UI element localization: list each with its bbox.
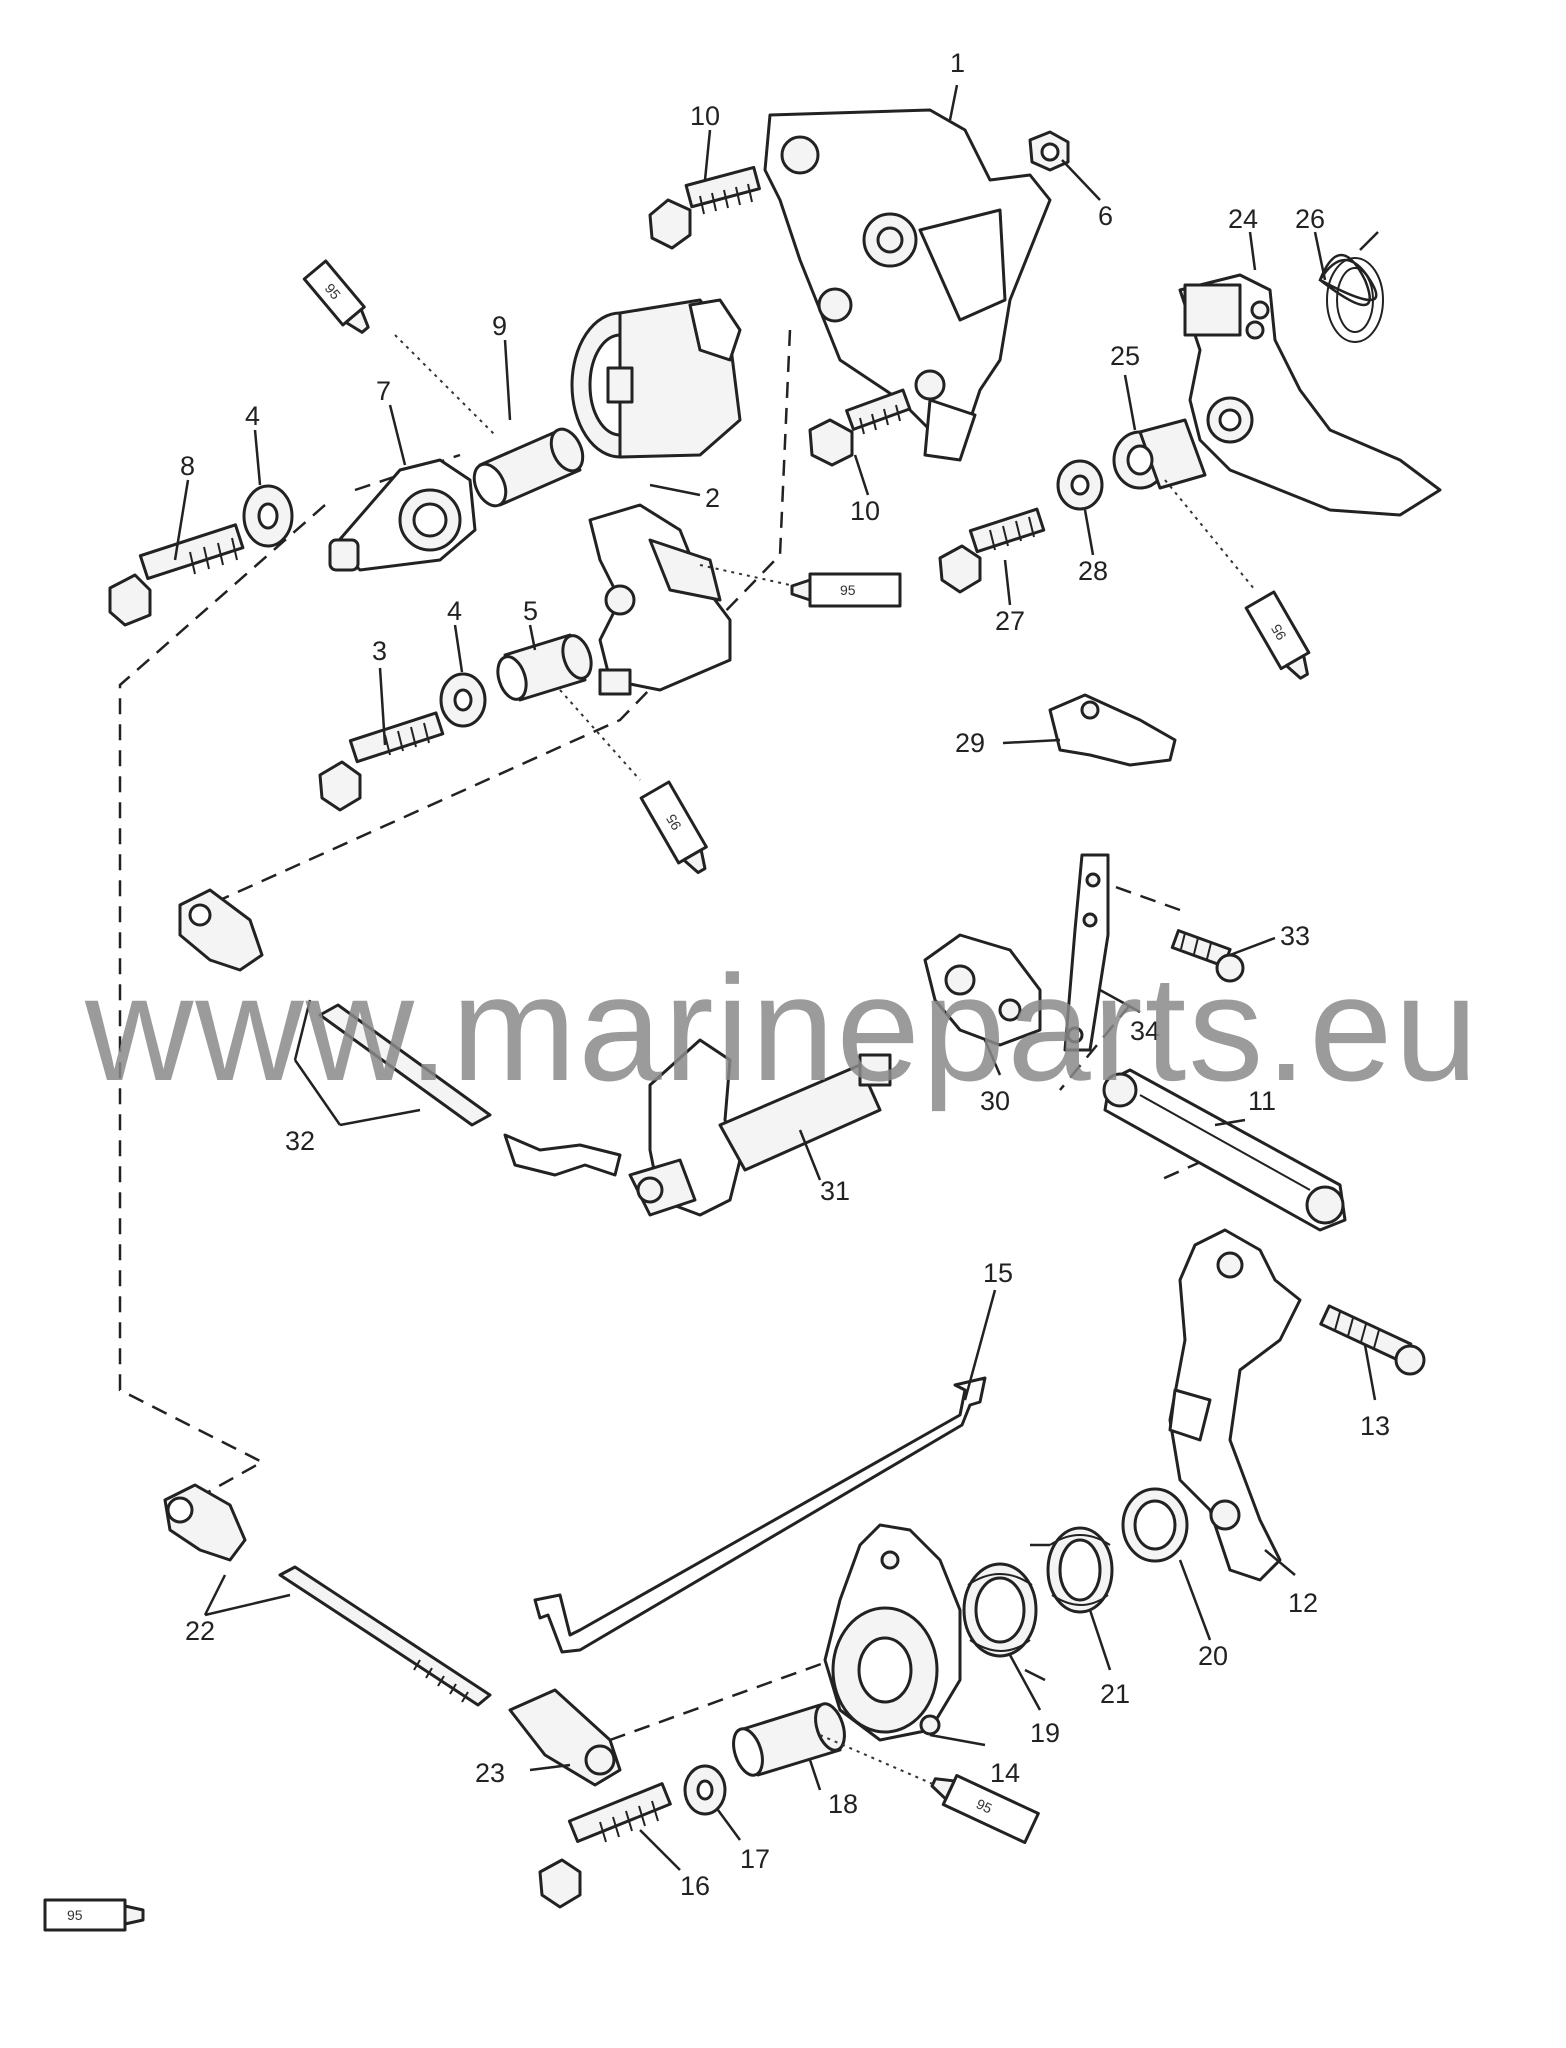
part-2-cam-spool <box>570 298 742 459</box>
part-18-bushing <box>732 1702 846 1777</box>
lubricant-code-text: 95 <box>840 582 856 598</box>
part-23-rod-end <box>508 1688 622 1787</box>
part-linkage-block <box>588 503 732 696</box>
part-10-bolt-middle <box>808 388 912 467</box>
callout-20: 20 <box>1198 1641 1228 1671</box>
callout-26: 26 <box>1295 204 1325 234</box>
part-4-washer-top <box>242 484 294 548</box>
lubricant-tube-icon-top: 95 <box>302 259 370 334</box>
part-22-rod-end <box>163 1483 492 1707</box>
lubricant-legend-tube-icon: 95 <box>43 1898 145 1932</box>
part-20-washer-ring <box>1121 1487 1189 1563</box>
part-26-spring <box>1318 231 1384 343</box>
callout-labels: 1 10 6 24 26 9 7 4 8 2 10 25 28 27 3 4 5… <box>180 48 1390 1901</box>
part-6-nut <box>1028 130 1070 172</box>
callout-12: 12 <box>1288 1588 1318 1618</box>
callout-19: 19 <box>1030 1718 1060 1748</box>
lubricant-code-text: 95 <box>974 1795 995 1816</box>
lubricant-code-text: 95 <box>1268 621 1290 643</box>
part-21-spring <box>1030 1526 1114 1614</box>
callout-4-top: 4 <box>245 401 260 431</box>
callout-13: 13 <box>1360 1411 1390 1441</box>
callout-2: 2 <box>705 483 720 513</box>
callout-14: 14 <box>990 1758 1020 1788</box>
lubricant-tube-icon-middle: 95 <box>639 780 708 875</box>
part-11-link-arm <box>1102 1068 1347 1232</box>
callout-16: 16 <box>680 1871 710 1901</box>
part-8-bolt <box>108 523 245 627</box>
callout-9: 9 <box>492 311 507 341</box>
callout-29: 29 <box>955 728 985 758</box>
callout-10-middle: 10 <box>850 496 880 526</box>
part-3-bolt <box>318 711 445 812</box>
callout-28: 28 <box>1078 556 1108 586</box>
part-29-clip <box>1048 693 1177 767</box>
part-12-bracket-arm <box>1168 1228 1302 1582</box>
callout-leader-lines <box>173 84 1377 1871</box>
lubricant-tube-icon-right: 95 <box>1244 590 1311 680</box>
callout-11: 11 <box>1248 1086 1276 1116</box>
part-28-washer <box>1056 459 1104 511</box>
part-16-bolt <box>538 1782 672 1909</box>
part-30-clamp <box>923 933 1042 1047</box>
part-13-screw <box>1319 1304 1426 1376</box>
lubricant-legend-code: 95 <box>67 1907 83 1923</box>
part-24-bracket <box>1178 273 1442 517</box>
part-7-lever <box>328 458 477 572</box>
callout-10-top: 10 <box>690 101 720 131</box>
callout-5: 5 <box>523 596 538 626</box>
callout-1: 1 <box>950 48 965 78</box>
part-19-spring <box>962 1562 1046 1682</box>
callout-8: 8 <box>180 451 195 481</box>
lubricant-tube-icon-bottom: 95 <box>930 1773 1040 1845</box>
lubricant-tube-icon-right-top: 95 <box>790 572 902 608</box>
part-1-control-plate <box>763 108 1052 462</box>
part-14-cam-housing <box>823 1523 962 1742</box>
callout-30: 30 <box>980 1086 1010 1116</box>
callout-27: 27 <box>995 606 1025 636</box>
callout-7: 7 <box>376 376 391 406</box>
callout-4-lower: 4 <box>447 596 462 626</box>
part-4-washer-lower <box>439 672 487 728</box>
callout-33: 33 <box>1280 921 1310 951</box>
callout-17: 17 <box>740 1844 770 1874</box>
part-32-link-rod <box>178 888 622 1177</box>
part-9-bushing <box>472 427 585 508</box>
part-15-wire-rod <box>533 1376 987 1654</box>
part-27-bolt <box>938 507 1046 594</box>
watermark-text: www.marineparts.eu <box>84 944 1480 1112</box>
part-31-actuator <box>628 1038 892 1217</box>
callout-22: 22 <box>185 1616 215 1646</box>
part-34-strap <box>1063 853 1110 1052</box>
part-10-bolt-top <box>648 165 761 250</box>
callout-34: 34 <box>1130 1016 1160 1046</box>
callout-3: 3 <box>372 636 387 666</box>
callout-32: 32 <box>285 1126 315 1156</box>
callout-31: 31 <box>820 1176 850 1206</box>
callout-25: 25 <box>1110 341 1140 371</box>
callout-24: 24 <box>1228 204 1258 234</box>
callout-21: 21 <box>1100 1679 1130 1709</box>
callout-23: 23 <box>475 1758 505 1788</box>
callout-18: 18 <box>828 1789 858 1819</box>
part-17-washer <box>683 1764 727 1816</box>
callout-15: 15 <box>983 1258 1013 1288</box>
callout-6: 6 <box>1098 201 1113 231</box>
part-25-bushing <box>1112 418 1207 490</box>
lubricant-code-text: 95 <box>663 811 685 833</box>
part-5-bushing <box>496 633 593 702</box>
